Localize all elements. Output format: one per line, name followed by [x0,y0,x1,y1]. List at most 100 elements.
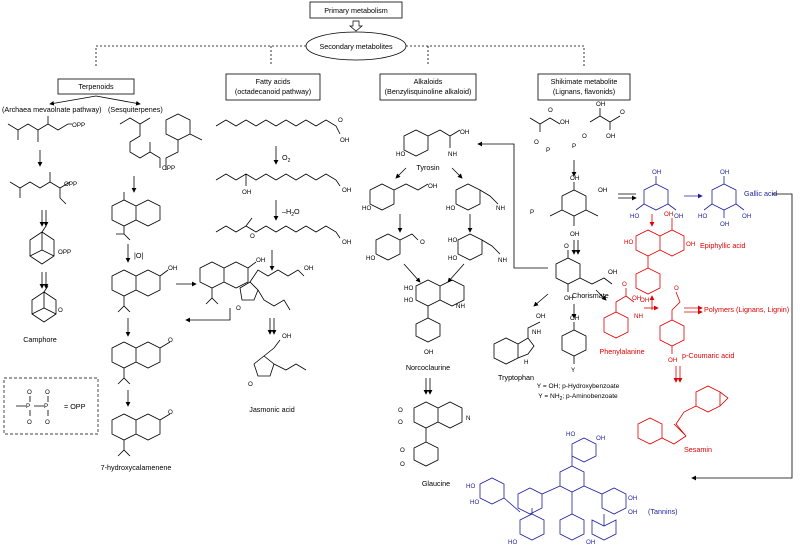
svg-text:NH: NH [498,257,507,264]
aromatic-intermediate-structure: OH [199,257,265,305]
svg-text:HO: HO [508,539,517,546]
phenylalanine-label: Phenylalanine [599,347,644,356]
svg-text:O: O [548,107,553,114]
hydroxybenzoate-structure: OH Y [561,315,587,374]
glaucine-label: Glaucine [422,479,450,488]
cadinane-intermediate-structure [165,113,203,170]
norcoclaurine-structure: HO HO NH OH [404,279,465,356]
glaucine-structure: O O O O N [398,401,470,468]
svg-text:OH: OH [340,137,349,144]
oxidation-label: |O| [134,251,143,260]
svg-text:OH: OH [428,183,437,190]
fatty-acids-label: Fatty acids [256,77,291,86]
svg-text:HO: HO [396,151,405,158]
svg-text:OH: OH [742,213,751,220]
svg-text:H: H [524,359,528,366]
aminobenzoate-label: Y = NH2; p-Aminobenzoate [538,393,618,402]
hydroxycalamenene-structure: O [111,409,173,457]
svg-text:O: O [582,133,587,140]
svg-text:OH: OH [242,189,251,196]
svg-text:OPP: OPP [64,181,77,188]
svg-text:NH: NH [456,303,465,310]
svg-text:OH: OH [640,297,649,304]
minus-water-label: –H2O [282,207,300,218]
svg-text:O: O [58,307,63,314]
svg-text:OH: OH [570,231,579,238]
svg-text:OH: OH [632,295,641,302]
svg-text:OH: OH [606,133,615,140]
svg-text:HO: HO [404,297,413,304]
svg-text:O: O [168,409,173,416]
svg-text:P: P [530,209,534,216]
coumaric-acid-structure: O OH [659,285,685,364]
svg-text:HO: HO [630,213,639,220]
lignans-label: (Lignans, flavonids) [553,87,615,96]
svg-text:OPP: OPP [162,165,175,172]
cadinene-structure [111,192,161,241]
svg-text:HO: HO [404,285,413,292]
camphore-label: Camphore [23,335,57,344]
svg-text:O: O [338,117,343,124]
svg-text:O: O [27,419,32,426]
alkaloids-label: Alkaloids [414,77,443,86]
epiphyllic-acid-structure: OH HO OH OH [624,211,695,304]
opp-legend-box: P P O O O O = OPP [3,377,99,435]
svg-text:HO: HO [566,431,575,438]
svg-text:OH: OH [570,315,579,322]
svg-text:OH: OH [564,295,573,302]
svg-text:O: O [620,109,625,116]
tyrosine-label: Tyrosin [416,163,439,172]
methoxy-intermediate-structure: O [111,337,173,385]
svg-text:P: P [546,147,550,154]
sesamin-structure [637,385,729,445]
farnesyl-pyrophosphate-structure: OPP [119,117,175,172]
chorismate-structure: O OH OH [555,243,617,302]
svg-text:OH: OH [586,539,595,546]
svg-text:OH: OH [720,221,729,228]
svg-text:OPP: OPP [58,249,71,256]
primary-metabolism-box: Primary metabolism [309,1,403,19]
terpenoids-box: Terpenoids [57,78,135,95]
svg-text:P: P [572,143,576,150]
svg-text:O: O [564,243,569,250]
svg-text:NH: NH [634,313,643,320]
svg-text:O: O [420,239,425,246]
svg-text:OH: OH [570,175,579,182]
camphor-structure: O [31,285,63,323]
terpenoids-label: Terpenoids [78,82,114,91]
svg-text:O: O [534,139,539,146]
dahp-structure: OH OH P OH [530,175,607,238]
svg-text:OH: OH [686,241,695,248]
svg-text:O: O [398,407,403,414]
tannin-structure: HO OH HO HO OH OH HO OH [466,431,637,546]
dopamine-structure: HO HO NH [448,233,507,264]
chorismate-label: Chorismate [572,291,609,300]
hydroxyphenylacetaldehyde-structure: HO O [366,233,425,262]
tryptophan-label: Tryptophan [498,373,534,382]
svg-text:O: O [622,281,627,288]
svg-text:OPP: OPP [72,122,85,129]
fatty-acids-box: Fatty acids (octadecanoid pathway) [225,73,321,101]
hydroxycalamenene-label: 7-hydroxycalamenene [101,463,172,472]
svg-text:O: O [674,285,679,292]
open-down-arrow [349,20,363,32]
phenylalanine-structure: OH NH O [603,281,643,339]
tannins-label: (Tannins) [648,507,678,516]
svg-text:OH: OH [674,213,683,220]
svg-text:HO: HO [466,483,475,490]
archaea-pathway-label: (Archaea mevaolnate pathway) [2,105,101,114]
polymers-label: Polymers (Lignans, Lignin) [704,305,789,314]
o2-label: O2 [282,153,291,164]
jasmonic-acid-structure: O OH [248,333,307,388]
svg-text:OH: OH [598,187,607,194]
svg-text:O: O [168,337,173,344]
svg-text:O: O [400,447,405,454]
svg-text:HO: HO [362,205,371,212]
svg-text:O: O [400,461,405,468]
branch-lines [95,45,585,66]
linolenic-acid-structure: OH O [215,117,349,144]
svg-text:O: O [398,419,403,426]
svg-text:NH: NH [496,205,505,212]
svg-text:HO: HO [366,255,375,262]
